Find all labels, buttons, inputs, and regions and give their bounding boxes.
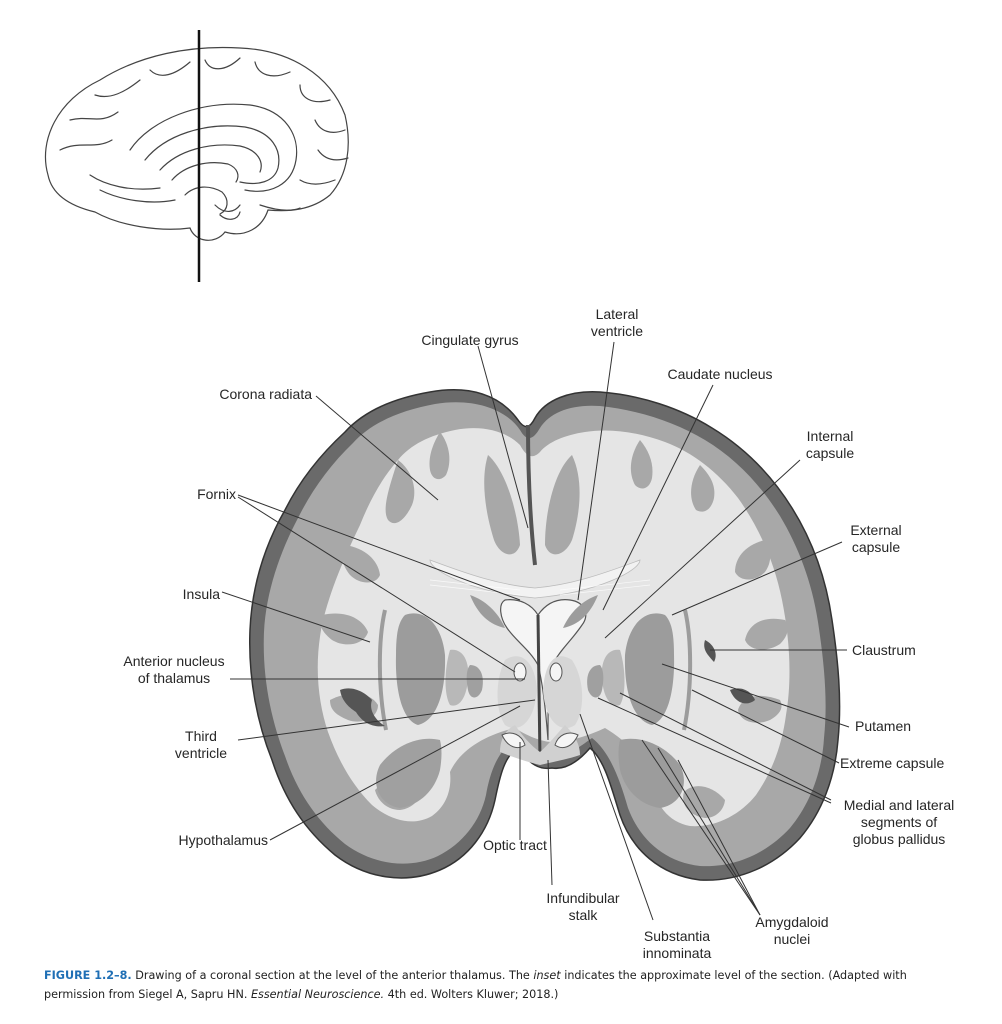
caption-inset-word: inset (533, 969, 561, 982)
label-globus-pallidus: Medial and lateral segments of globus pa… (843, 797, 955, 847)
figure-number: FIGURE 1.2–8. (44, 969, 132, 982)
label-third-ventricle: Third ventricle (174, 728, 228, 761)
label-lateral-ventricle: Lateral ventricle (590, 306, 644, 339)
label-anterior-nucleus-thalamus: Anterior nucleus of thalamus (123, 653, 225, 686)
label-hypothalamus: Hypothalamus (178, 832, 269, 848)
label-internal-capsule: Internal capsule (805, 428, 855, 461)
coronal-section-figure (44, 30, 850, 921)
sagittal-brain-inset (44, 46, 349, 241)
caption-text-3: 4th ed. Wolters Kluwer; 2018.) (384, 988, 559, 1001)
label-claustrum: Claustrum (852, 642, 916, 658)
label-caudate-nucleus: Caudate nucleus (667, 366, 773, 382)
label-corona-radiata: Corona radiata (219, 386, 312, 402)
coronal-section (248, 389, 841, 881)
label-substantia-innominata: Substantia innominata (642, 928, 712, 961)
label-cingulate-gyrus: Cingulate gyrus (421, 332, 519, 348)
label-amygdaloid-nuclei: Amygdaloid nuclei (755, 914, 829, 947)
caption-text-1: Drawing of a coronal section at the leve… (131, 969, 534, 982)
label-fornix: Fornix (197, 486, 236, 502)
figure-caption: FIGURE 1.2–8. Drawing of a coronal secti… (44, 966, 964, 1004)
label-external-capsule: External capsule (850, 522, 902, 555)
label-extreme-capsule: Extreme capsule (840, 755, 945, 771)
label-putamen: Putamen (855, 718, 912, 734)
leader-lines (221, 341, 850, 921)
label-insula: Insula (182, 586, 220, 602)
label-optic-tract: Optic tract (483, 837, 547, 853)
caption-text-2: indicates the approximate level of the s… (44, 969, 907, 1001)
label-infundibular-stalk: Infundibular stalk (546, 890, 620, 923)
caption-book-title: Essential Neuroscience. (250, 988, 385, 1001)
